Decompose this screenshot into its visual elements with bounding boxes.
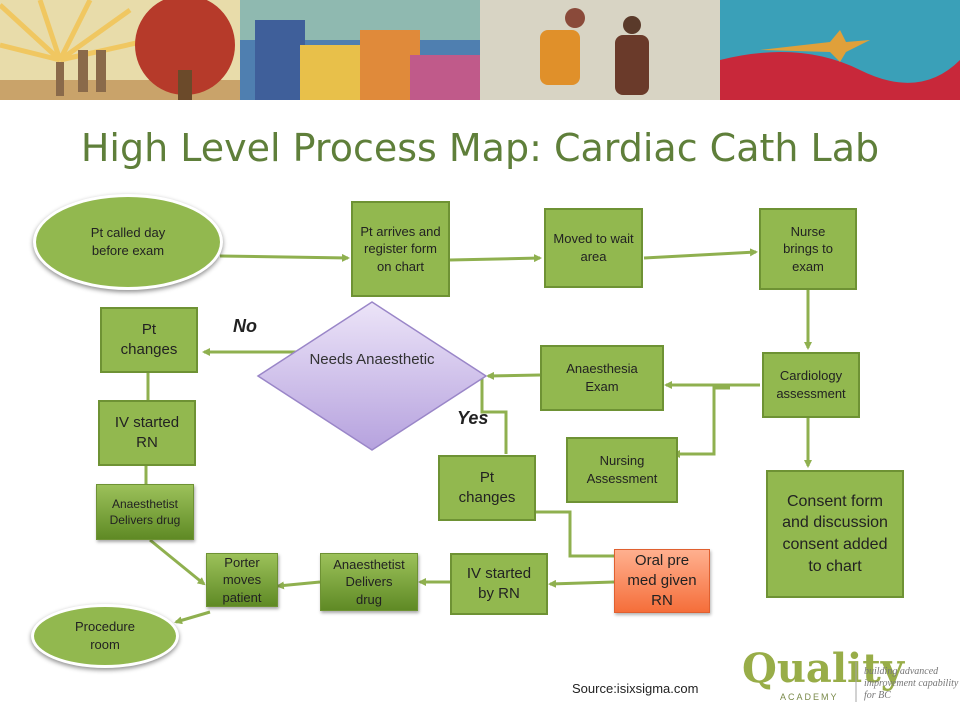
- connector-ptchanges-right-to-oral: [536, 510, 614, 558]
- logo-tagline-3: for BC: [864, 690, 891, 701]
- node-porter-moves-patient: Porter moves patient: [206, 553, 278, 607]
- label-no: No: [233, 316, 257, 336]
- node-iv-started-by-rn-right: IV started by RN: [450, 553, 548, 615]
- connector-oral-to-iv-right: [548, 579, 615, 588]
- connector-anaesthetist-left-to-porter: [149, 538, 206, 586]
- node-procedure-room: Procedure room: [31, 604, 179, 668]
- connector-moved-to-nurse: [643, 248, 758, 260]
- node-moved-to-wait-area: Moved to wait area: [544, 208, 643, 288]
- node-nursing-assessment: Nursing Assessment: [566, 437, 678, 503]
- label-yes: Yes: [457, 408, 489, 428]
- node-pt-arrives: Pt arrives and register form on chart: [351, 201, 450, 297]
- node-pt-changes-right: Pt changes: [438, 455, 536, 521]
- node-cardiology-assessment: Cardiology assessment: [762, 352, 860, 418]
- node-pt-called: Pt called day before exam: [33, 194, 223, 290]
- page-title: High Level Process Map: Cardiac Cath Lab: [80, 126, 880, 170]
- connector-diamond-yes: [480, 378, 508, 454]
- node-oral-pre-med: Oral pre med given RN: [614, 549, 710, 613]
- node-consent-form: Consent form and discussion consent adde…: [766, 470, 904, 598]
- connector-anaesthesia-to-diamond: [486, 371, 541, 380]
- node-iv-started-rn-left: IV started RN: [98, 400, 196, 466]
- source-credit: Source:isixsigma.com: [572, 681, 699, 696]
- quality-academy-logo: Quality ACADEMY building advanced improv…: [728, 630, 960, 716]
- node-anaesthetist-delivers-right: Anaesthetist Delivers drug: [320, 553, 418, 611]
- connector-cardiology-to-nursing: [672, 386, 730, 458]
- header-banner-illustration: [0, 0, 960, 100]
- logo-sub: ACADEMY: [780, 692, 839, 702]
- connector-porter-to-procedure: [174, 610, 211, 625]
- logo-tagline-1: building advanced: [864, 666, 939, 677]
- connector-arrives-to-moved: [449, 254, 542, 263]
- decision-label-needs-anaesthetic: Needs Anaesthetic: [309, 351, 435, 368]
- node-anaesthetist-delivers-left: Anaesthetist Delivers drug: [96, 484, 194, 540]
- node-anaesthesia-exam: Anaesthesia Exam: [540, 345, 664, 411]
- connector-called-to-arrives: [219, 253, 350, 262]
- node-pt-changes-left: Pt changes: [100, 307, 198, 373]
- decision-diamond-needs-anaesthetic: [256, 301, 488, 451]
- node-nurse-brings-to-exam: Nurse brings to exam: [759, 208, 857, 290]
- logo-wordmark: Quality: [742, 645, 906, 692]
- logo-tagline-2: improvement capability: [864, 678, 959, 689]
- connector-anaesthetist-right-to-porter: [276, 580, 321, 590]
